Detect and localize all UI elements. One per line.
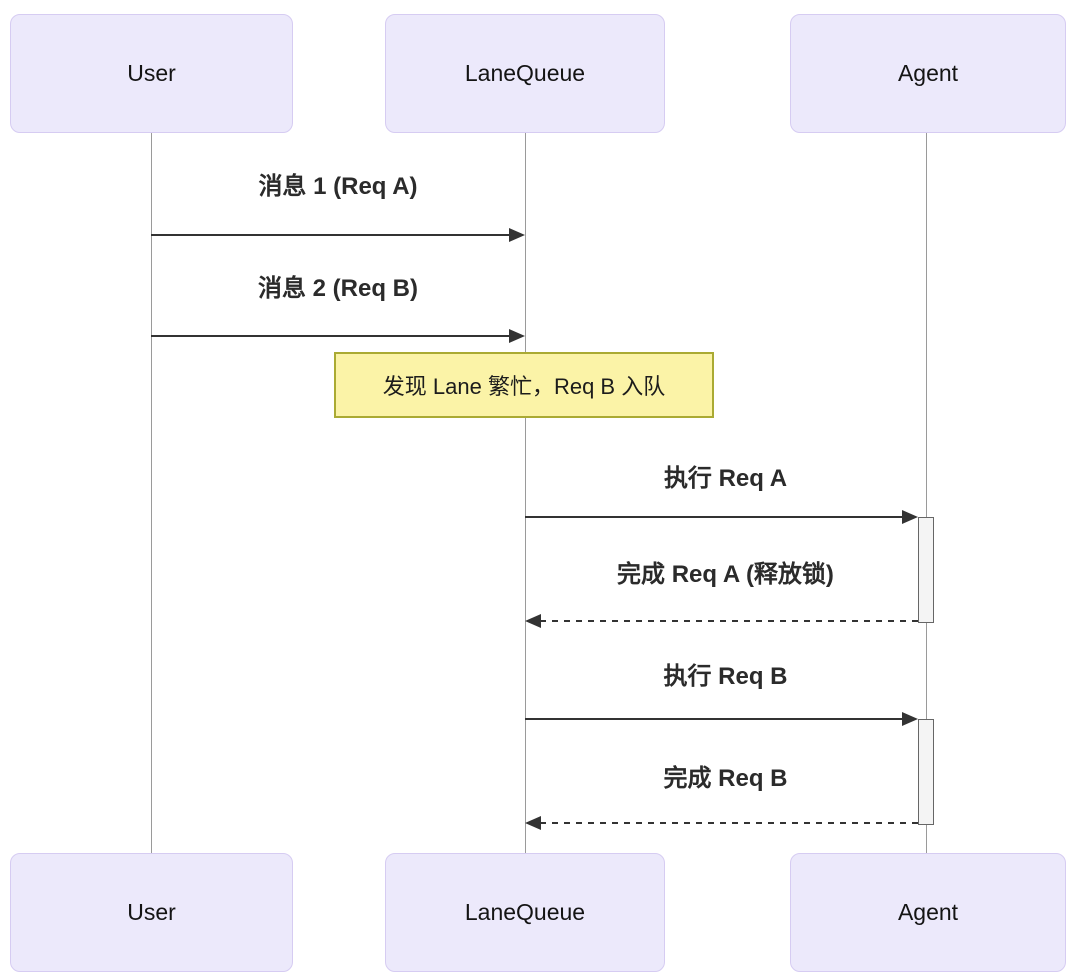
note-text: 发现 Lane 繁忙，Req B 入队 xyxy=(382,374,666,399)
participant-agent-label: Agent xyxy=(897,60,959,86)
participant-user-bottom: User xyxy=(10,853,293,972)
message-label-4: 完成 Req A (释放锁) xyxy=(617,561,834,588)
message-label-3: 执行 Req A xyxy=(663,465,788,492)
participant-user-label: User xyxy=(127,899,176,925)
message-label-1: 消息 1 (Req A) xyxy=(258,173,418,200)
participant-lanequeue-bottom: LaneQueue xyxy=(385,853,665,972)
participant-agent-bottom: Agent xyxy=(790,853,1066,972)
participant-agent-top: Agent xyxy=(790,14,1066,133)
note-lane-busy: 发现 Lane 繁忙，Req B 入队 xyxy=(334,352,714,418)
lifeline-agent xyxy=(926,133,927,853)
lifeline-user xyxy=(151,133,152,853)
arrow-message-1 xyxy=(151,228,525,242)
activation-bar-req-a xyxy=(918,517,934,623)
arrow-message-2 xyxy=(151,329,525,343)
activation-bar-req-b xyxy=(918,719,934,825)
lifeline-lanequeue xyxy=(525,133,526,853)
arrow-message-5 xyxy=(525,712,918,726)
participant-user-label: User xyxy=(127,60,176,86)
participant-lanequeue-top: LaneQueue xyxy=(385,14,665,133)
participant-user-top: User xyxy=(10,14,293,133)
participant-lanequeue-label: LaneQueue xyxy=(464,899,586,925)
message-label-2: 消息 2 (Req B) xyxy=(257,275,418,302)
message-label-6: 完成 Req B xyxy=(663,765,788,792)
message-label-5: 执行 Req B xyxy=(663,663,788,690)
participant-lanequeue-label: LaneQueue xyxy=(464,60,586,86)
arrow-message-4 xyxy=(525,614,918,628)
arrow-message-6 xyxy=(525,816,918,830)
participant-agent-label: Agent xyxy=(897,899,959,925)
arrow-message-3 xyxy=(525,510,918,524)
